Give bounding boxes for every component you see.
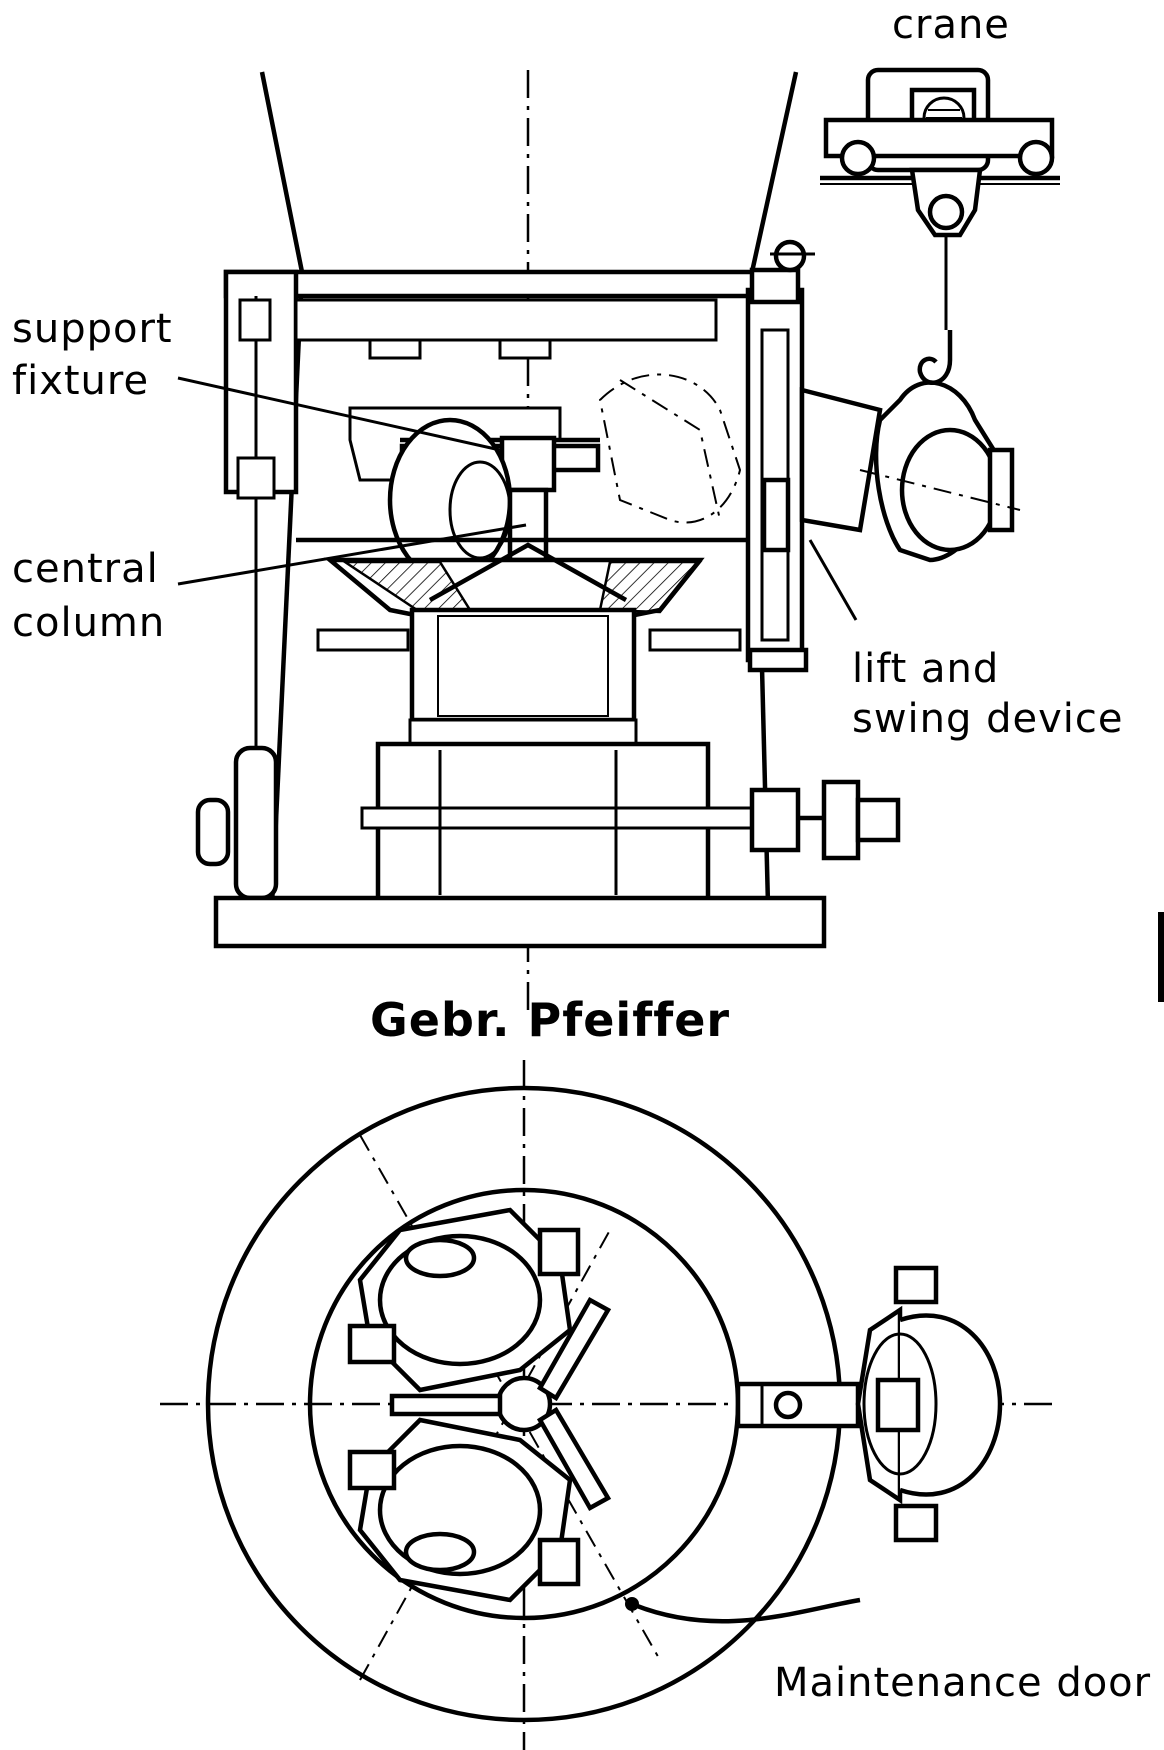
drive-coupling bbox=[821, 779, 861, 861]
leader-lift-swing bbox=[808, 539, 858, 621]
plan-diag-centerline-1 bbox=[359, 1134, 661, 1661]
plan-swing-pivot bbox=[773, 1390, 803, 1420]
beam-foot-left bbox=[368, 338, 422, 360]
housing-left-wall-top bbox=[259, 71, 305, 273]
roller-swung-dashed-2 bbox=[619, 379, 721, 521]
label-central-column-2: column bbox=[12, 600, 165, 646]
lift-cylinder-piston bbox=[761, 477, 791, 553]
housing-right-wall-top bbox=[749, 71, 799, 273]
gearbox-neck bbox=[408, 718, 638, 746]
plan-swung-roller-block-top bbox=[893, 1265, 939, 1305]
roller-swung-dashed bbox=[598, 373, 742, 524]
upper-support-beam bbox=[294, 298, 718, 342]
plan-arm-up bbox=[536, 1296, 612, 1402]
left-rod-block-top bbox=[238, 298, 272, 342]
plan-swung-roller-hub bbox=[875, 1377, 921, 1433]
swung-roller-face bbox=[899, 427, 1001, 553]
label-support-fixture-1: support bbox=[12, 306, 173, 352]
base-plate bbox=[213, 895, 827, 949]
maintenance-door-hinge bbox=[625, 1597, 639, 1611]
plan-roller-lower-block-2 bbox=[347, 1449, 397, 1491]
label-lift-swing-1: lift and bbox=[852, 646, 999, 692]
hatched-track-right bbox=[598, 560, 703, 614]
table-cone bbox=[428, 542, 628, 602]
central-column bbox=[507, 487, 549, 563]
crane-hook bbox=[917, 330, 953, 385]
leader-central-column bbox=[177, 523, 527, 586]
side-view bbox=[177, 67, 1060, 1010]
gearbox-upper bbox=[409, 607, 637, 723]
crane-pulley bbox=[927, 193, 965, 231]
maintenance-door-arc bbox=[631, 1597, 861, 1624]
beam-foot-right bbox=[498, 338, 552, 360]
ring-right bbox=[648, 628, 742, 652]
left-cylinder bbox=[233, 745, 279, 901]
edge-mark bbox=[1158, 912, 1164, 1002]
gearbox-belt bbox=[360, 806, 770, 830]
lift-cylinder-top bbox=[749, 267, 801, 305]
label-lift-swing-2: swing device bbox=[852, 696, 1124, 742]
swing-arm-brace bbox=[801, 518, 861, 532]
crane-wheel-right bbox=[1017, 139, 1055, 177]
left-rod-clamp bbox=[236, 456, 276, 500]
plan-arm-down bbox=[536, 1406, 612, 1512]
ring-left bbox=[316, 628, 410, 652]
label-crane: crane bbox=[892, 2, 1010, 48]
mill-top-frame bbox=[223, 269, 759, 299]
plan-swung-roller bbox=[899, 1313, 1003, 1497]
gearbox-upper-inner bbox=[437, 615, 609, 717]
label-maintenance-door: Maintenance door bbox=[774, 1660, 1151, 1706]
drive-coupling-cap bbox=[855, 797, 901, 843]
plan-roller-lower-block-1 bbox=[537, 1537, 581, 1587]
plan-swung-roller-block-bottom bbox=[893, 1503, 939, 1543]
swung-roller-hub bbox=[987, 447, 1015, 533]
lift-cylinder-foot bbox=[747, 647, 809, 673]
drive-shaft-housing bbox=[749, 787, 801, 853]
plan-roller-upper-hub bbox=[403, 1237, 477, 1279]
swung-roller-axis bbox=[859, 469, 1021, 511]
leader-support-fixture bbox=[177, 376, 501, 452]
left-handwheel bbox=[195, 797, 231, 867]
label-support-fixture-2: fixture bbox=[12, 358, 149, 404]
plan-roller-upper-block-2 bbox=[347, 1323, 397, 1365]
swing-arm bbox=[799, 387, 883, 533]
plan-roller-lower-hub bbox=[403, 1531, 477, 1573]
lift-cylinder-pivot bbox=[773, 239, 807, 273]
plan-view bbox=[160, 1060, 1060, 1750]
diagram-title: Gebr. Pfeiffer bbox=[370, 993, 730, 1047]
plan-arm-left bbox=[389, 1393, 503, 1417]
label-central-column-1: central bbox=[12, 546, 159, 592]
crane-wheel-left bbox=[839, 139, 877, 177]
plan-roller-upper-block-1 bbox=[537, 1227, 581, 1277]
plan-swung-roller-inner bbox=[862, 1332, 938, 1476]
